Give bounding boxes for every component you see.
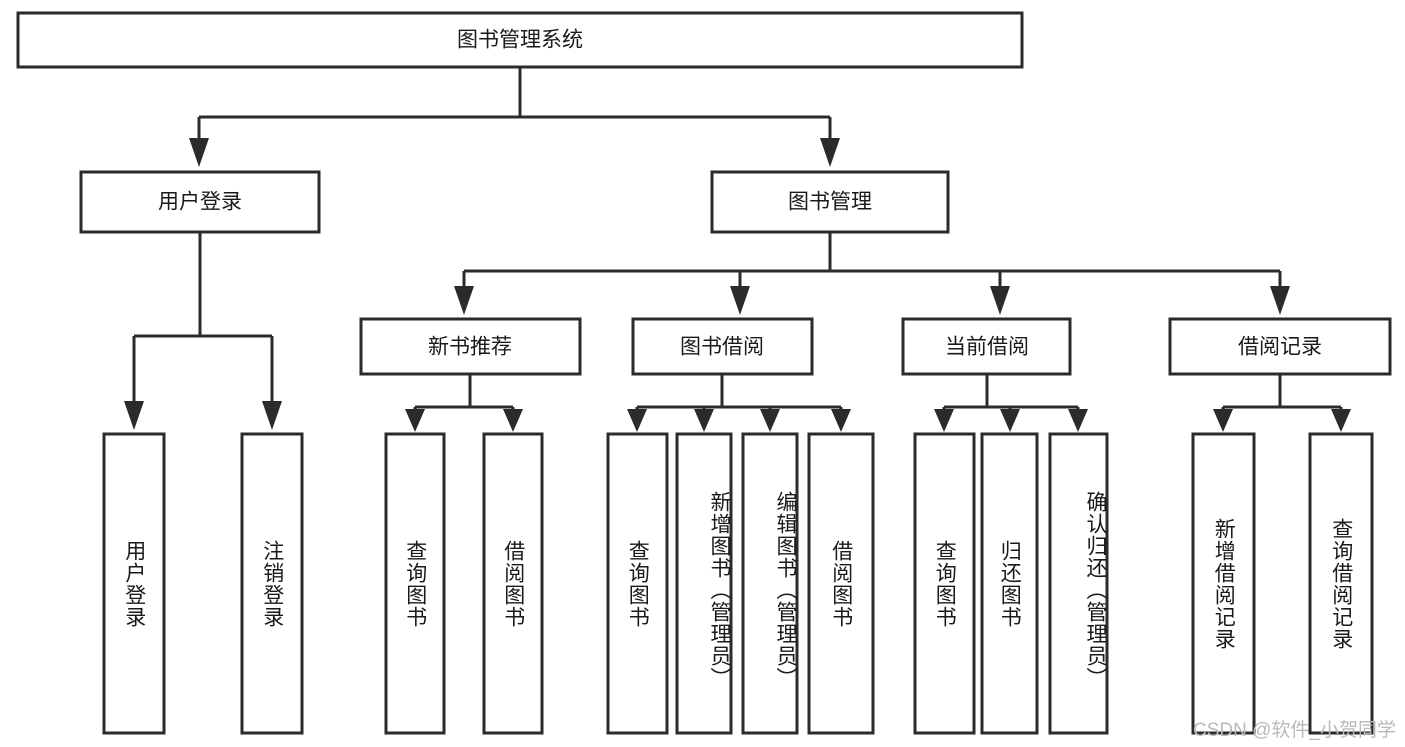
node-leaf-confirm-return-box[interactable]	[1048, 432, 1109, 735]
arrow-head-leaf-return-book	[1000, 409, 1020, 432]
connector-group-book-management	[454, 232, 1290, 315]
node-borrow-record[interactable]: 借阅记录	[1168, 317, 1392, 376]
connector-group-current-borrow	[934, 374, 1088, 432]
node-leaf-query-book-2-box[interactable]	[606, 432, 669, 735]
arrow-head-leaf-add-borrow-record	[1213, 409, 1233, 432]
node-current-borrow-box[interactable]	[901, 317, 1072, 376]
node-leaf-borrow-book-2-box[interactable]	[807, 432, 875, 735]
connector-group-book-borrow	[627, 374, 851, 432]
node-new-book-recommend-label: 新书推荐	[428, 336, 512, 359]
node-book-management[interactable]: 图书管理	[710, 170, 950, 234]
arrow-head-book-borrow	[730, 286, 750, 315]
node-leaf-edit-book-box[interactable]	[741, 432, 799, 735]
node-book-borrow-box[interactable]	[631, 317, 814, 376]
arrow-head-leaf-query-book-1	[405, 409, 425, 432]
node-book-management-label: 图书管理	[788, 191, 872, 214]
connector-group-borrow-record	[1213, 374, 1351, 432]
arrow-head-leaf-query-book-3	[934, 409, 954, 432]
node-leaf-borrow-book-1-box[interactable]	[482, 432, 544, 735]
node-leaf-query-borrow-record-box[interactable]	[1308, 432, 1374, 735]
node-borrow-record-box[interactable]	[1168, 317, 1392, 376]
node-leaf-add-book-box[interactable]	[675, 432, 733, 735]
connector-group-new-book-recommend	[405, 374, 523, 432]
connector-group-root	[189, 67, 840, 167]
node-leaf-user-login-box[interactable]	[102, 432, 166, 735]
node-current-borrow-label: 当前借阅	[945, 336, 1029, 359]
node-new-book-recommend[interactable]: 新书推荐	[359, 317, 582, 376]
node-book-borrow[interactable]: 图书借阅	[631, 317, 814, 376]
arrow-head-leaf-query-book-2	[627, 409, 647, 432]
node-root[interactable]: 图书管理系统	[16, 11, 1024, 69]
node-book-borrow-label: 图书借阅	[680, 336, 764, 359]
connector-group-user-login	[124, 232, 282, 430]
node-borrow-record-label: 借阅记录	[1238, 336, 1322, 359]
node-leaf-add-borrow-record-box[interactable]	[1191, 432, 1256, 735]
node-user-login[interactable]: 用户登录	[79, 170, 321, 234]
node-leaf-query-book-3-box[interactable]	[913, 432, 976, 735]
arrow-head-leaf-add-book	[694, 409, 714, 432]
arrow-head-current-borrow	[990, 286, 1010, 315]
arrow-head-leaf-borrow-book-1	[503, 409, 523, 432]
node-leaf-query-book-1-box[interactable]	[384, 432, 446, 735]
arrow-head-leaf-borrow-book-2	[831, 409, 851, 432]
node-leaf-return-book-box[interactable]	[980, 432, 1039, 735]
node-user-login-box[interactable]	[79, 170, 321, 234]
arrow-head-bookmgmt	[820, 138, 840, 167]
arrow-head-leaf-edit-book	[760, 409, 780, 432]
node-leaf-logout-box[interactable]	[240, 432, 304, 735]
watermark-text: CSDN @软件_小贺同学	[1193, 720, 1396, 741]
arrow-head-new-book-recommend	[454, 286, 474, 315]
arrow-head-userlogin	[189, 138, 209, 167]
arrow-head-leaf-confirm-return	[1068, 409, 1088, 432]
arrow-head-borrow-record	[1270, 286, 1290, 315]
node-current-borrow[interactable]: 当前借阅	[901, 317, 1072, 376]
node-root-label: 图书管理系统	[457, 29, 583, 52]
node-root-box[interactable]	[16, 11, 1024, 69]
node-user-login-label: 用户登录	[158, 191, 242, 214]
arrow-head-leaf-user-login	[124, 401, 144, 430]
arrow-head-leaf-query-borrow-record	[1331, 409, 1351, 432]
node-new-book-recommend-box[interactable]	[359, 317, 582, 376]
node-book-management-box[interactable]	[710, 170, 950, 234]
arrow-head-leaf-logout	[262, 401, 282, 430]
